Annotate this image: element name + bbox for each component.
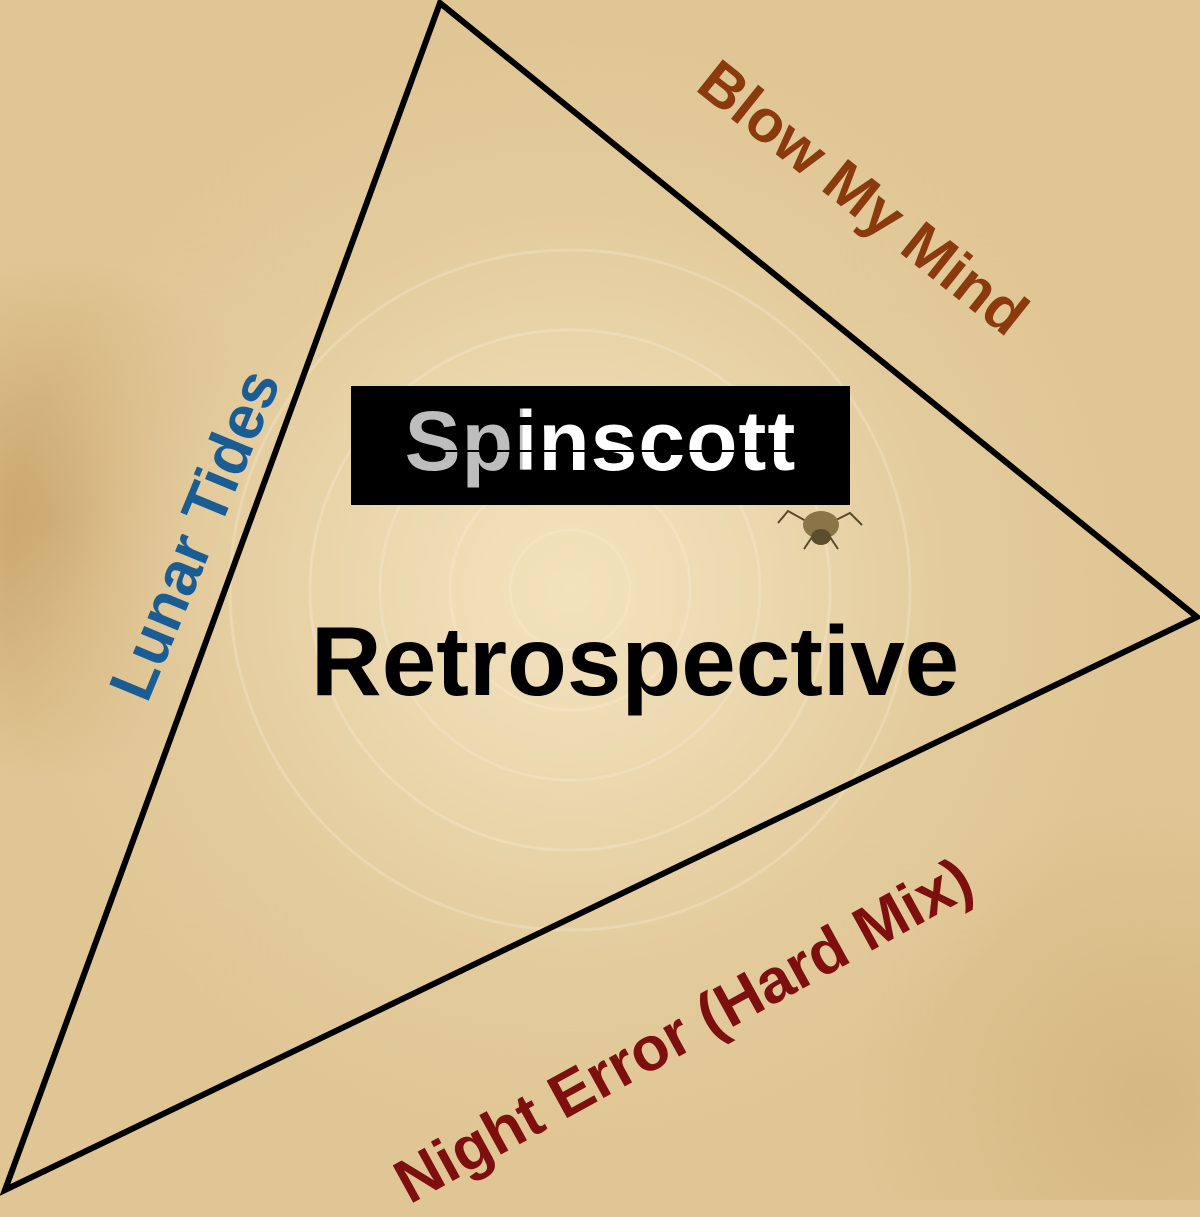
artist-logo-text: Spinscott: [404, 394, 797, 488]
beetle-icon: [777, 509, 863, 550]
artist-logo: Spinscott: [351, 386, 850, 505]
album-title: Retrospective: [310, 606, 960, 716]
